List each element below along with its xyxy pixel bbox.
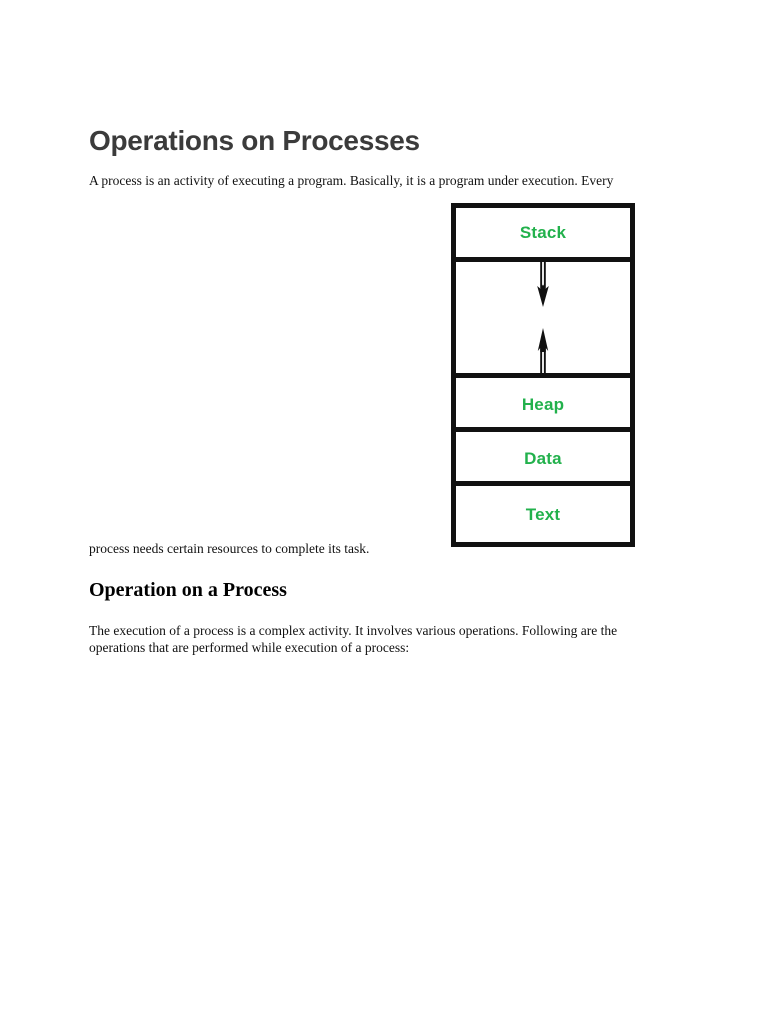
resources-paragraph: process needs certain resources to compl…	[89, 541, 370, 556]
memory-section-stack-label: Stack	[519, 222, 567, 242]
process-memory-layout-diagram: Stack Heap	[451, 203, 635, 547]
memory-section-text-label: Text	[525, 505, 561, 524]
memory-section-stack: Stack	[456, 208, 630, 262]
page-title: Operations on Processes	[89, 125, 420, 156]
memory-layout-inner: Stack Heap	[456, 208, 630, 542]
memory-section-free-space	[456, 262, 630, 378]
memory-section-heap: Heap	[456, 383, 630, 432]
intro-paragraph: A process is an activity of executing a …	[89, 173, 614, 188]
memory-section-text: Text	[456, 491, 630, 542]
heap-growth-up-arrow	[537, 328, 549, 378]
section-heading-operation-on-a-process: Operation on a Process	[89, 579, 287, 601]
memory-section-data: Data	[456, 437, 630, 486]
stack-growth-down-arrow	[537, 262, 549, 307]
memory-section-data-label: Data	[524, 449, 562, 468]
memory-section-heap-label: Heap	[521, 395, 565, 414]
execution-paragraph: The execution of a process is a complex …	[89, 623, 618, 655]
growth-arrows	[456, 262, 630, 378]
